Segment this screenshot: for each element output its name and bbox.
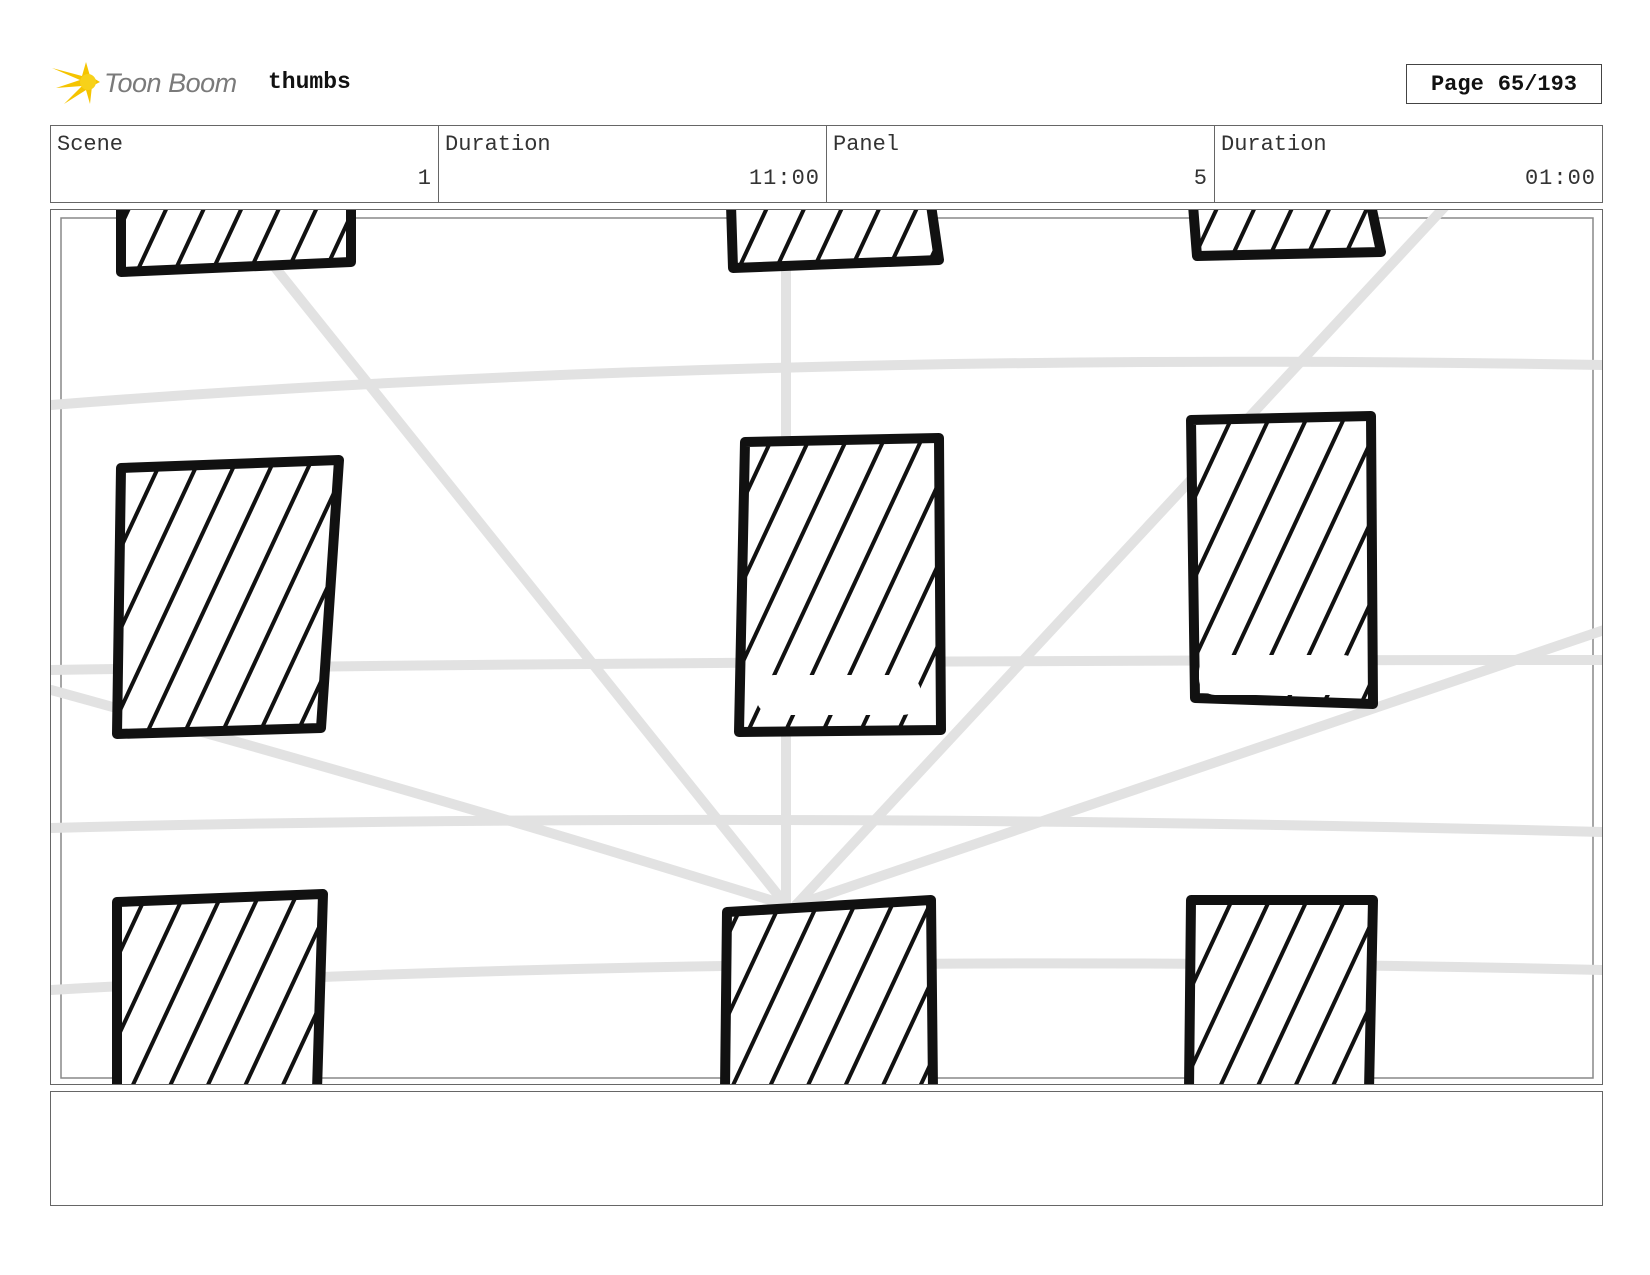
panel-caption-box bbox=[50, 1091, 1603, 1206]
panel-duration-label: Duration bbox=[1221, 132, 1327, 157]
panel-label: Panel bbox=[833, 132, 900, 157]
panel-value: 5 bbox=[1193, 166, 1208, 191]
page-label: Page bbox=[1430, 71, 1484, 97]
panel-duration-value: 01:00 bbox=[1524, 166, 1596, 191]
scene-label: Scene bbox=[57, 132, 124, 157]
scene-duration-value: 11:00 bbox=[748, 166, 820, 191]
panel-duration-cell: Duration 01:00 bbox=[1215, 126, 1602, 202]
logo-star-icon bbox=[52, 62, 100, 104]
scene-duration-cell: Duration 11:00 bbox=[439, 126, 827, 202]
page-number: 65/193 bbox=[1497, 71, 1578, 97]
brand-name: Toon Boom bbox=[104, 67, 237, 98]
panel-cell: Panel 5 bbox=[827, 126, 1215, 202]
panel-info-row: Scene 1 Duration 11:00 Panel 5 Duration … bbox=[50, 125, 1603, 203]
scene-duration-label: Duration bbox=[445, 132, 551, 157]
project-name: thumbs bbox=[268, 69, 351, 95]
window-sketches bbox=[112, 210, 1386, 1084]
storyboard-header: Toon Boom thumbs Page 65/193 bbox=[50, 52, 1602, 112]
scene-value: 1 bbox=[417, 166, 432, 191]
toon-boom-logo: Toon Boom bbox=[50, 58, 237, 108]
panel-sketch bbox=[51, 210, 1602, 1084]
scene-cell: Scene 1 bbox=[51, 126, 439, 202]
page-indicator: Page 65/193 bbox=[1406, 64, 1602, 104]
panel-image-frame bbox=[50, 209, 1603, 1085]
